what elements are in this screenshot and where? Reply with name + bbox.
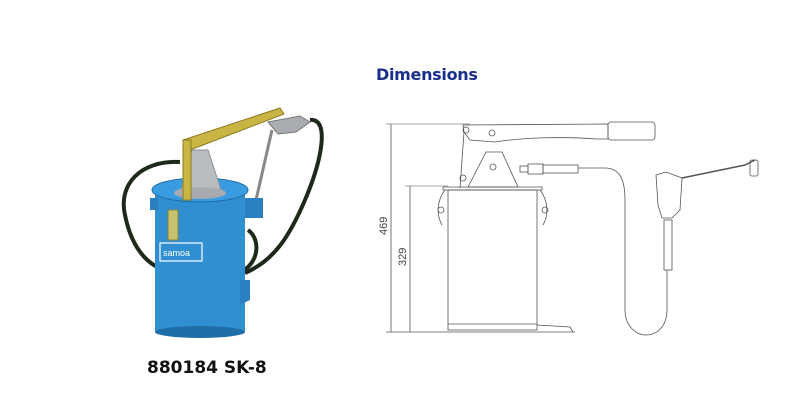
bucket-height-label: 329 [397,248,409,266]
hose-outline [578,167,668,336]
right-hose [244,118,324,275]
left-hose [121,159,181,274]
overall-height-label: 469 [378,217,390,235]
bucket-outline [437,186,574,333]
brand-label: samoa [163,248,190,258]
product-caption: 880184 SK-8 [147,358,267,378]
dimensions-title: Dimensions [376,65,478,84]
grease-gun [267,115,311,135]
lever-grip [607,121,656,141]
grease-gun-outline [655,171,683,219]
pump-head-outline [467,151,519,188]
lever-outline [462,123,609,143]
